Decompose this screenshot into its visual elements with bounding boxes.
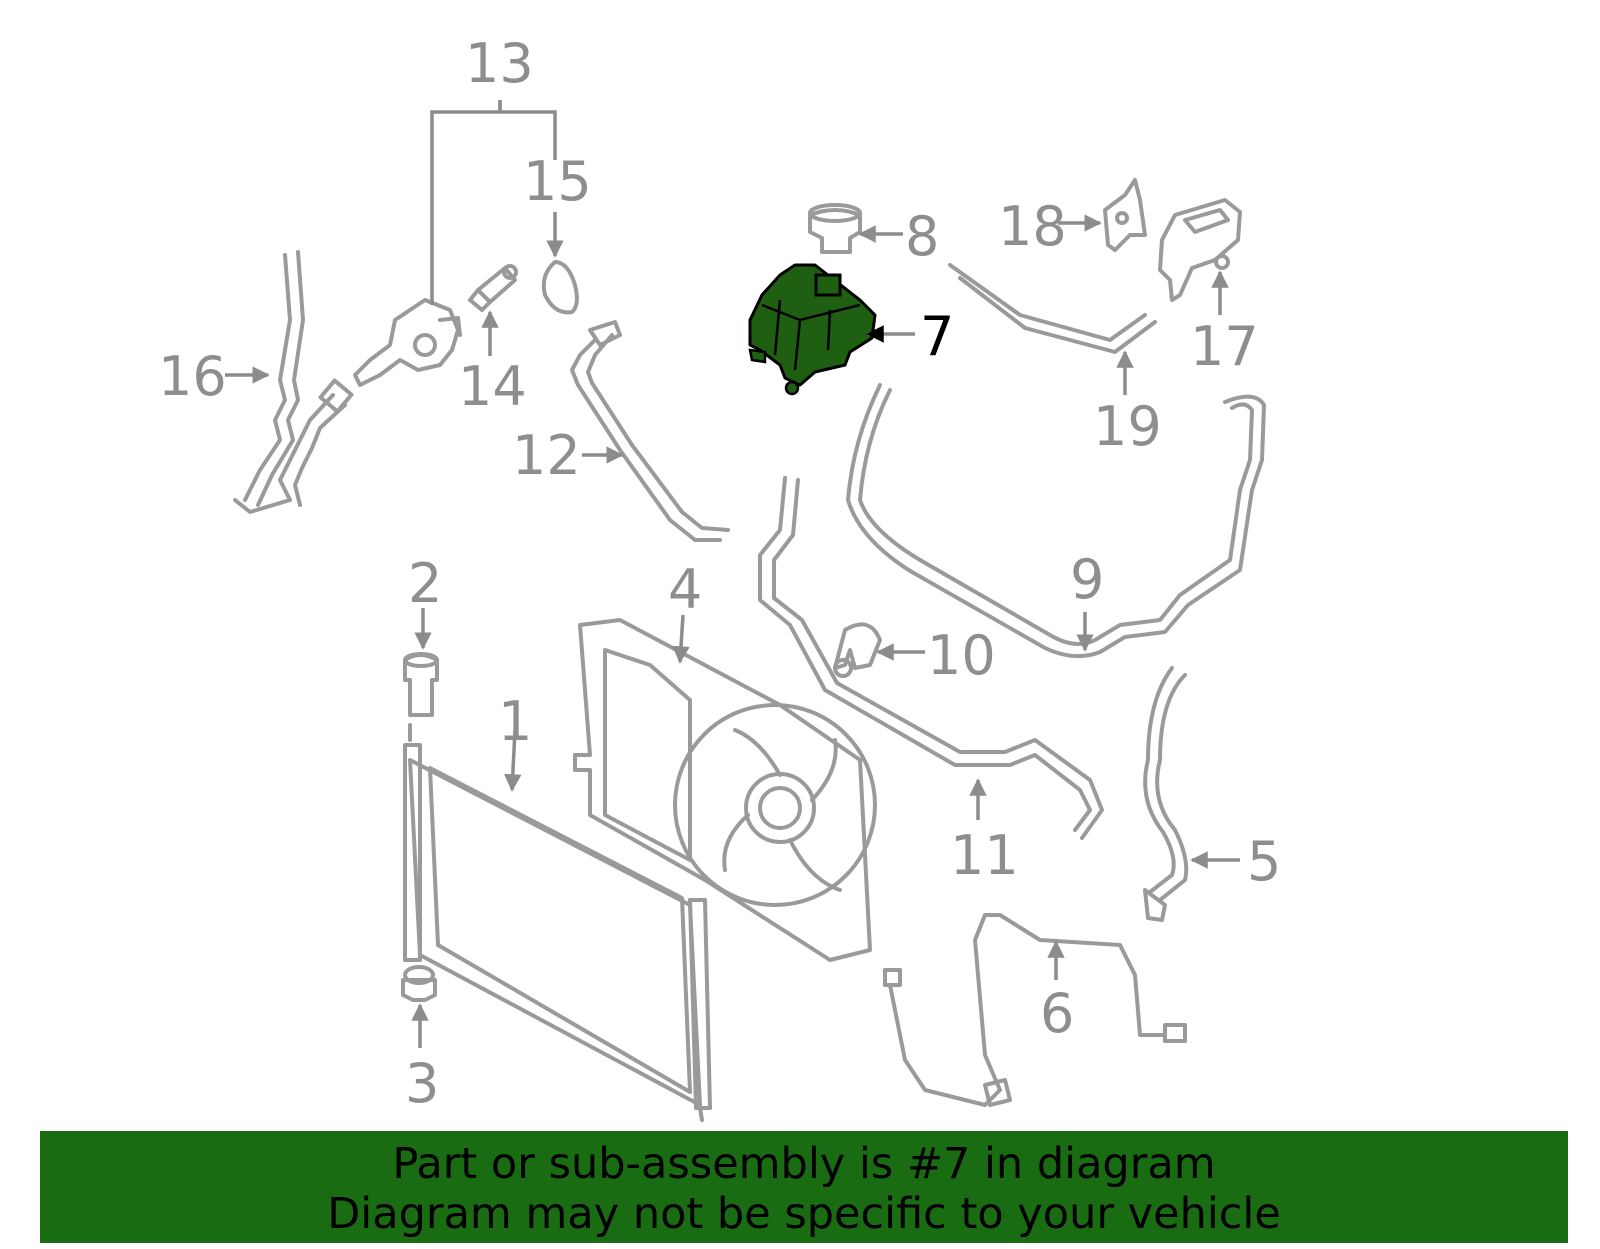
wire-6-part[interactable] xyxy=(883,913,1187,1107)
cap-part[interactable] xyxy=(808,203,862,254)
callout-14: 14 xyxy=(458,355,527,418)
info-banner: Part or sub-assembly is #7 in diagram Di… xyxy=(40,1131,1568,1243)
hose-11-part[interactable] xyxy=(758,476,1104,840)
thermostat-housing-part[interactable] xyxy=(353,298,462,387)
callout-18: 18 xyxy=(998,195,1067,258)
banner-line-1: Part or sub-assembly is #7 in diagram xyxy=(392,1139,1216,1189)
callout-3: 3 xyxy=(405,1052,439,1115)
sensor-14-part[interactable] xyxy=(468,264,518,312)
plug-part[interactable] xyxy=(403,652,439,717)
leader-lines xyxy=(225,100,1240,1048)
callout-11: 11 xyxy=(950,824,1019,887)
callout-9: 9 xyxy=(1070,548,1104,611)
callout-10: 10 xyxy=(927,624,996,687)
callout-16: 16 xyxy=(158,345,227,408)
callout-13: 13 xyxy=(465,32,534,95)
radiator-part[interactable] xyxy=(403,723,712,1122)
bracket-18-part[interactable] xyxy=(1103,178,1147,252)
callout-19: 19 xyxy=(1093,395,1162,458)
o-ring-part[interactable] xyxy=(541,260,579,315)
clip-part[interactable] xyxy=(833,622,882,678)
banner-line-2: Diagram may not be specific to your vehi… xyxy=(327,1189,1281,1239)
callout-1: 1 xyxy=(498,690,532,753)
callout-12: 12 xyxy=(512,424,581,487)
hose-16-part[interactable] xyxy=(233,250,354,514)
hose-12-part[interactable] xyxy=(570,320,730,542)
hose-9-part[interactable] xyxy=(846,383,1266,659)
callout-2: 2 xyxy=(408,552,442,615)
hose-5-part[interactable] xyxy=(1143,666,1189,922)
hose-19-part[interactable] xyxy=(948,263,1157,354)
mount-part[interactable] xyxy=(401,965,437,1002)
housing-17-part[interactable] xyxy=(1158,198,1242,302)
callout-4: 4 xyxy=(668,558,702,621)
expansion-tank-part-7[interactable] xyxy=(748,263,877,396)
callout-6: 6 xyxy=(1040,982,1074,1045)
callout-15: 15 xyxy=(523,150,592,213)
callout-8: 8 xyxy=(905,205,939,268)
fan-shroud-part[interactable] xyxy=(573,618,877,962)
callout-7: 7 xyxy=(920,305,954,368)
callout-17: 17 xyxy=(1190,315,1259,378)
callout-labels: 1 2 3 4 5 6 7 8 9 10 11 12 13 14 15 16 1… xyxy=(158,32,1281,1115)
callout-5: 5 xyxy=(1247,830,1281,893)
